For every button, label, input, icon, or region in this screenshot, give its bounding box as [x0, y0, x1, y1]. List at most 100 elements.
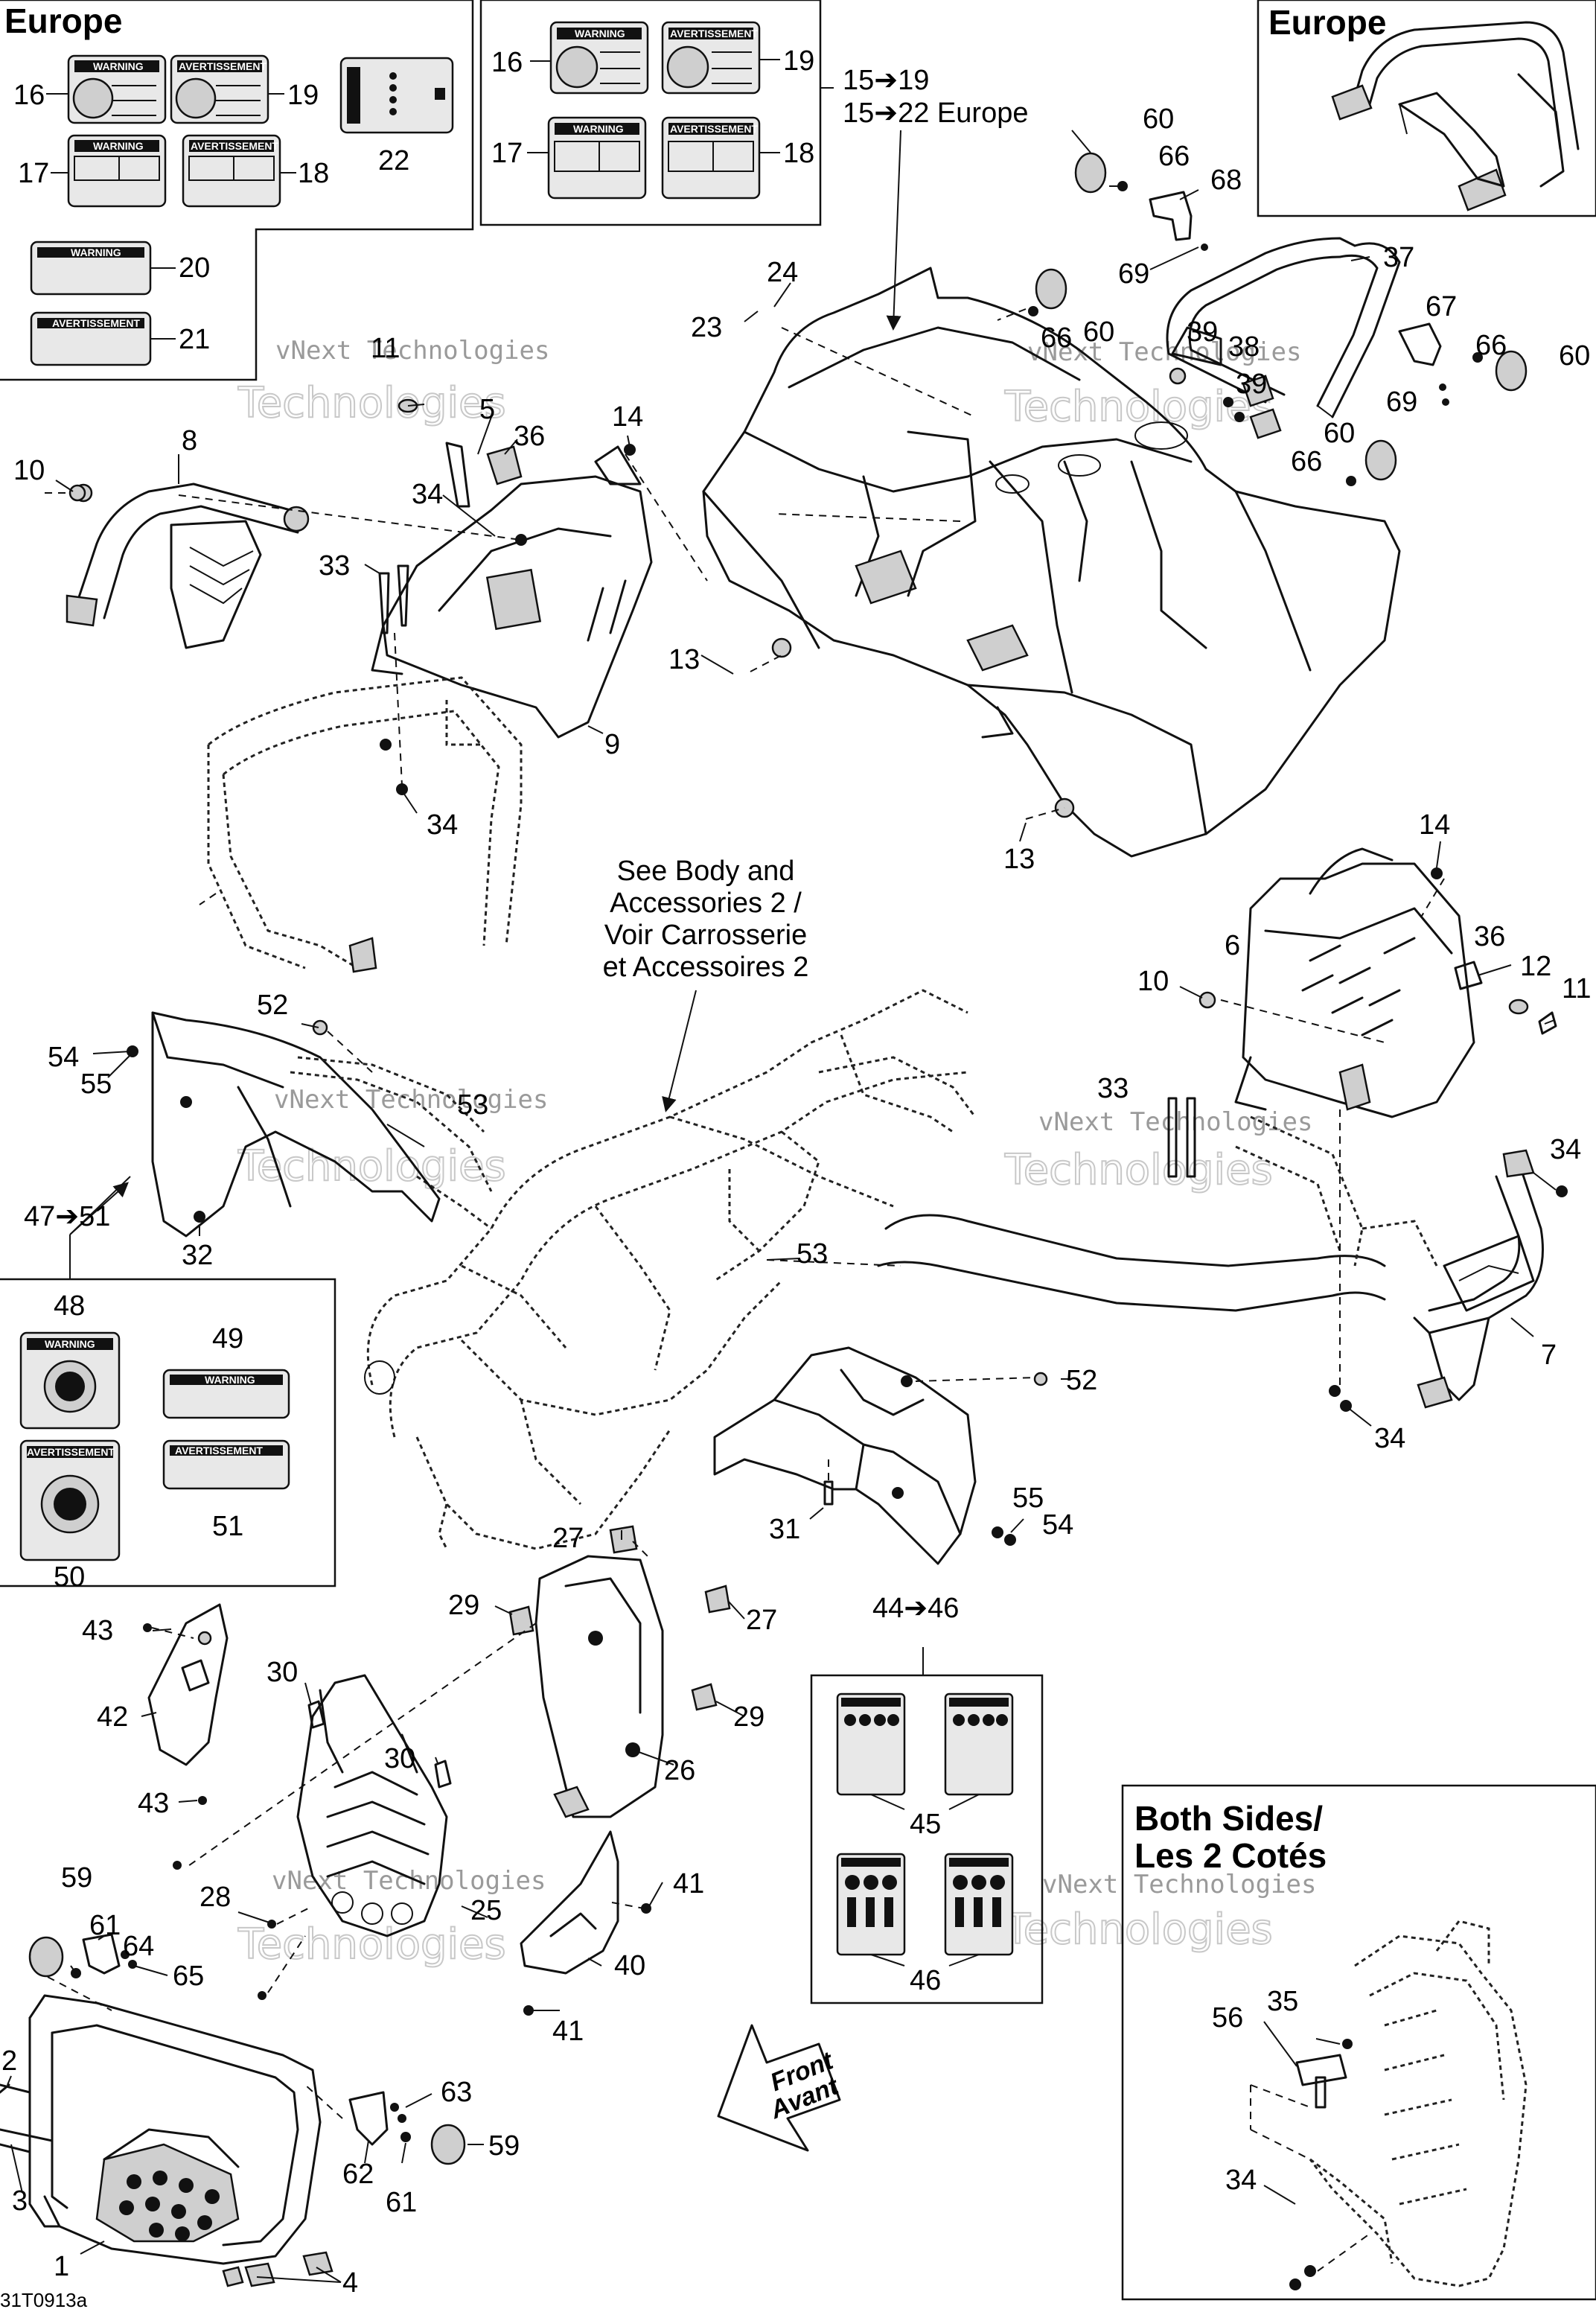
watermark-text: Technologies: [1004, 1146, 1273, 1194]
svg-text:WARNING: WARNING: [205, 1374, 255, 1386]
callout-14b: 14: [1419, 809, 1450, 841]
rear-fender-body: [702, 267, 1401, 858]
callout-67: 67: [1426, 291, 1457, 322]
callout-13b: 13: [1003, 844, 1035, 875]
callout-53b: 53: [797, 1238, 828, 1270]
watermark-group: vNext Technologies Technologies vNext Te…: [237, 336, 1316, 1969]
callout-1: 1: [54, 2251, 69, 2282]
callout-17: 17: [18, 158, 49, 189]
callout-numbers: 60 66 68 69 37 24 23 66 60 39 38 39 67 6…: [1, 104, 1591, 2299]
callout-8: 8: [182, 425, 197, 456]
callout-59b: 59: [488, 2130, 520, 2162]
both-sides-heading-2: Les 2 Cotés: [1134, 1836, 1327, 1875]
svg-text:AVERTISSEMENT: AVERTISSEMENT: [27, 1446, 115, 1458]
callout-34e: 34: [1225, 2165, 1257, 2196]
leader-lines: [7, 130, 1557, 2283]
callout-21: 21: [179, 324, 210, 355]
hardware-right-middle: [1167, 867, 1568, 1412]
range-15-22-europe: 15➔22 Europe: [843, 98, 1028, 129]
front-direction-arrow: Front Avant: [717, 2024, 843, 2152]
callout-9: 9: [604, 729, 620, 760]
callout-35: 35: [1267, 1986, 1298, 2017]
front-rack-7: [1413, 1149, 1544, 1409]
hardware-upper-left: [45, 398, 708, 795]
callout-44-46: 44➔46: [872, 1593, 959, 1624]
callout-60b: 60: [1083, 316, 1114, 348]
callout-60: 60: [1143, 104, 1174, 135]
callout-55b: 55: [1012, 1483, 1044, 1514]
callout-36: 36: [514, 421, 545, 452]
callout-5: 5: [479, 394, 495, 425]
svg-text:AVERTISSEMENT: AVERTISSEMENT: [179, 60, 266, 72]
callout-24: 24: [767, 257, 798, 288]
svg-text:WARNING: WARNING: [575, 28, 625, 39]
callout-11b: 11: [1562, 973, 1591, 1004]
range-15-19: 15➔19: [843, 65, 929, 96]
callout-69: 69: [1118, 258, 1149, 290]
callout-34: 34: [412, 479, 443, 510]
callout-54b: 54: [1042, 1509, 1073, 1541]
svg-text:AVERTISSEMENT: AVERTISSEMENT: [670, 123, 758, 135]
bumper-hardware: [28, 1933, 466, 2165]
watermark-text: Technologies: [237, 1920, 506, 1969]
callout-7: 7: [1541, 1340, 1557, 1371]
callout-51: 51: [212, 1511, 243, 1542]
callout-3: 3: [12, 2185, 28, 2217]
callout-16b: 16: [491, 47, 523, 78]
callout-55: 55: [80, 1069, 112, 1100]
callout-39b: 39: [1236, 369, 1267, 400]
main-frame-ghost: [364, 989, 977, 1550]
callout-49: 49: [212, 1323, 243, 1354]
callout-34d: 34: [1374, 1423, 1405, 1454]
callout-30: 30: [266, 1657, 298, 1688]
callout-42: 42: [97, 1701, 128, 1733]
callout-50: 50: [54, 1561, 85, 1593]
callout-66: 66: [1158, 141, 1190, 172]
callout-54: 54: [48, 1042, 79, 1073]
bracket-42: [143, 1603, 229, 1805]
rear-rack-37: [1166, 237, 1401, 439]
front-fender-ghost: [290, 1056, 493, 1192]
callout-38: 38: [1228, 331, 1260, 363]
callout-52b: 52: [1066, 1365, 1097, 1396]
decal-45b: [944, 1692, 1014, 1796]
europe-heading: Europe: [4, 1, 122, 40]
both-sides-box: Both Sides/ Les 2 Cotés: [1121, 1784, 1596, 2301]
callout-19b: 19: [783, 45, 814, 77]
svg-text:AVERTISSEMENT: AVERTISSEMENT: [191, 140, 278, 152]
callout-17b: 17: [491, 138, 523, 169]
callout-60d: 60: [1324, 418, 1355, 449]
callout-53: 53: [457, 1089, 488, 1121]
svg-text:WARNING: WARNING: [573, 123, 624, 135]
callout-52: 52: [257, 990, 288, 1021]
warning-decal-18: [182, 134, 281, 208]
callout-33b: 33: [1097, 1073, 1129, 1104]
callout-10: 10: [13, 455, 45, 486]
drawing-reference: 31T0913a: [0, 2289, 88, 2311]
callout-60c: 60: [1559, 340, 1590, 372]
callout-56: 56: [1212, 2002, 1243, 2034]
europe-rack-box: Europe: [1257, 0, 1596, 217]
callout-10b: 10: [1137, 966, 1169, 997]
watermark-text: Technologies: [1004, 1905, 1273, 1954]
watermark-text: Technologies: [237, 379, 506, 427]
warning-decal-17b: [547, 116, 647, 200]
callout-16: 16: [13, 80, 45, 111]
callout-13: 13: [668, 644, 700, 675]
watermark-text: vNext Technologies: [275, 336, 549, 366]
callout-6: 6: [1225, 930, 1240, 961]
callout-33: 33: [319, 550, 350, 582]
callout-34c: 34: [1550, 1134, 1581, 1165]
callout-27b: 27: [746, 1605, 777, 1636]
callout-65: 65: [173, 1961, 204, 1992]
europe-labels-box: Europe WARNING 16 AVERTISSEMENT 19 WARNI…: [0, 0, 474, 381]
callout-18b: 18: [783, 138, 814, 169]
callout-59: 59: [61, 1862, 92, 1894]
rear-frame-tube: [877, 1115, 1438, 1312]
callout-23: 23: [691, 312, 722, 343]
callout-46: 46: [910, 1965, 941, 1996]
callout-32: 32: [182, 1240, 213, 1271]
callout-66c: 66: [1475, 330, 1507, 361]
bracket-40: [520, 1830, 651, 2016]
front-bumper-frame-ghost: [207, 676, 523, 973]
